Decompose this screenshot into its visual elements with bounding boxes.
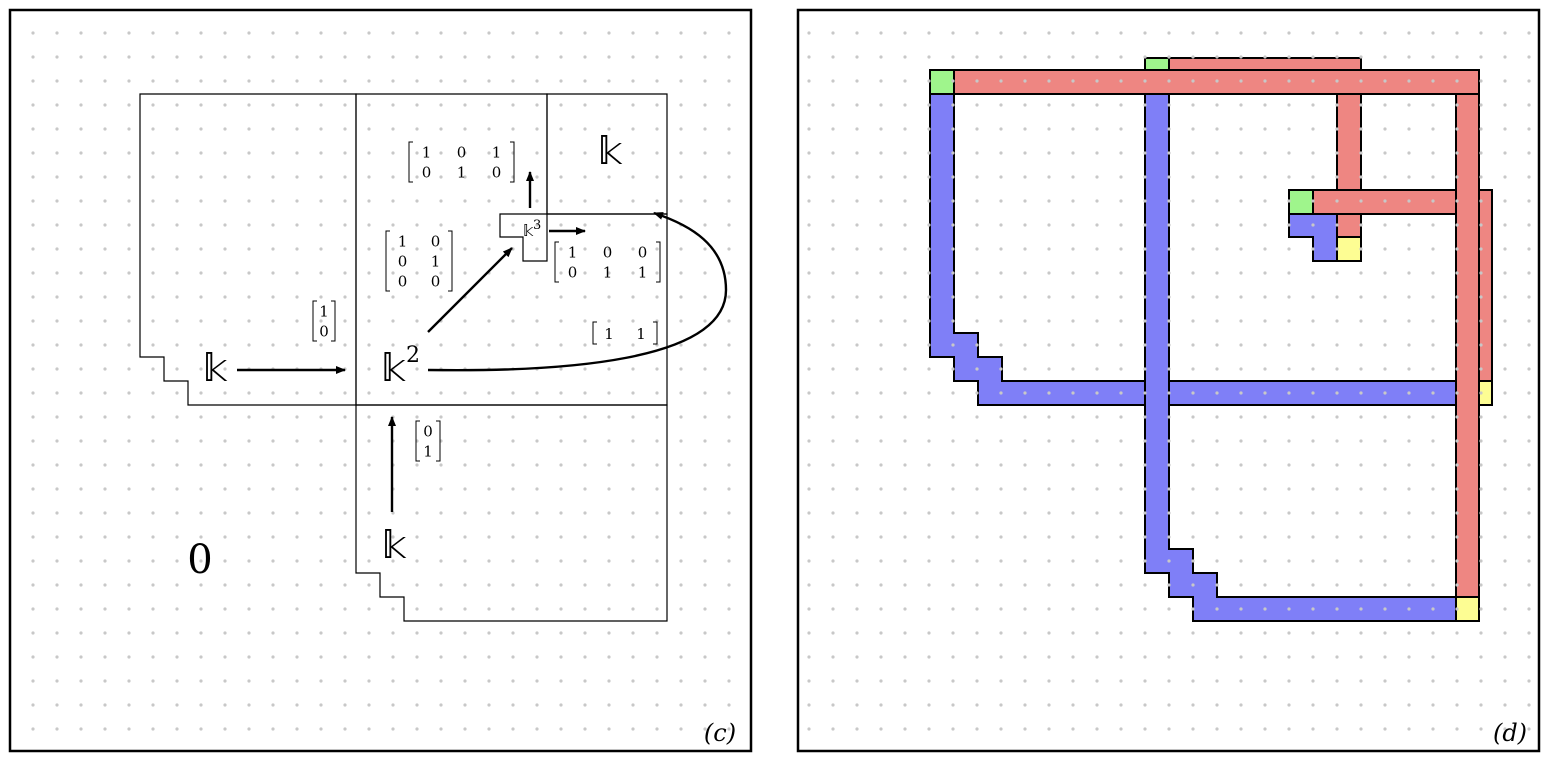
matrix-entry: 1 [492,144,502,162]
bracket-right [653,321,658,345]
node-k-top-right: 𝕜 [598,129,623,173]
node-zero: 0 [187,537,212,583]
bracket-left [408,141,413,183]
matrix-entry: 1 [319,303,329,321]
yellow-square-1 [1336,236,1362,262]
region-k3 [499,213,548,262]
matrix-entry: 1 [422,144,432,162]
node-k-squared-exp: 2 [406,343,420,368]
matrix-entry: 1 [568,244,578,262]
region-top-right [546,93,668,215]
matrix-entry: 1 [636,325,646,343]
matrix-entry: 1 [603,264,613,282]
region-bottom [355,404,668,622]
bracket-right [436,420,441,462]
arrow-k2-curve [427,211,728,372]
matrix-entry: 1 [423,443,433,461]
bracket-right [656,241,661,283]
matrix-entry: 0 [431,233,441,251]
matrix-entry: 1 [398,233,408,251]
bracket-right [510,141,515,183]
green-square-2 [1144,57,1170,71]
matrix-entry: 0 [492,164,502,182]
matrix-entry: 1 [457,164,467,182]
green-square-3 [1288,189,1314,215]
arrows [237,171,728,512]
vector-left: 10 [312,300,336,342]
bracket-left [385,230,390,292]
matrix-entry: 0 [457,144,467,162]
bracket-right [331,300,336,342]
matrix-entry: 0 [422,164,432,182]
matrix-top: 1 0 1 0 1 0 [408,141,515,183]
matrix-mid-left: 1 0 0 1 0 0 [385,230,453,292]
matrix-entry: 0 [423,423,433,441]
matrix-entry: 1 [431,253,441,271]
red-bar-right-vertical-front [1455,93,1480,598]
matrix-entry: 0 [398,253,408,271]
bracket-right [448,230,453,292]
matrix-entry: 1 [638,264,648,282]
node-k-bottom: 𝕜 [382,523,407,567]
matrix-entry: 0 [568,264,578,282]
matrix-entry: 0 [431,273,441,291]
yellow-square-2 [1478,380,1493,406]
matrix-entry: 1 [604,325,614,343]
matrix-mid-right: 1 0 0 0 1 1 [554,241,661,283]
node-k-left: 𝕜 [203,346,228,390]
node-k-cubed-exp: 3 [533,218,541,233]
vector-bottom: 01 [415,420,441,462]
red-bar-top-front [953,69,1480,95]
panel-c-label: (c) [704,719,736,747]
green-square-1 [929,69,955,95]
node-k-cubed: 𝕜 [523,221,534,240]
node-k-squared: 𝕜 [381,346,406,390]
matrix-entry: 0 [638,244,648,262]
panel-d: (d) [796,8,1541,753]
matrix-entry: 0 [398,273,408,291]
bracket-left [592,321,597,345]
matrix-entry: 0 [603,244,613,262]
matrix-entry: 0 [319,323,329,341]
bracket-left [312,300,317,342]
bracket-left [415,420,420,462]
arrow-k2-to-k3 [427,247,513,333]
bracket-left [554,241,559,283]
panel-d-label: (d) [1493,719,1527,747]
red-bar-middle [1312,189,1457,215]
yellow-square-3 [1455,596,1480,622]
region-outlines [139,93,668,622]
panel-c-frame [8,8,753,753]
